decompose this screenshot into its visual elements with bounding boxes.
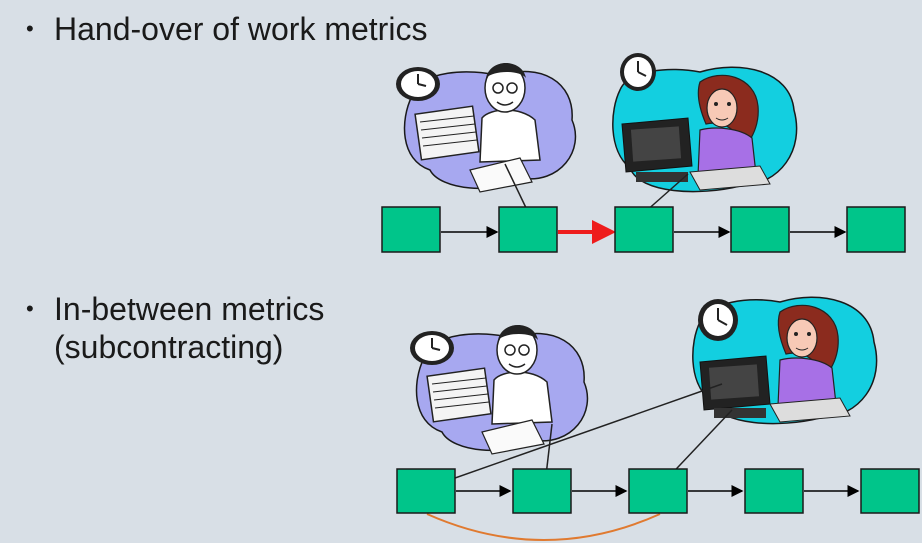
bullet-inbetween-subtext: (subcontracting): [54, 329, 284, 365]
clock-icon: [410, 331, 454, 365]
activity-box: [846, 206, 906, 253]
clerk-icon: [403, 63, 577, 193]
subcontract-arc: [426, 513, 661, 541]
process-chain-top: [381, 163, 906, 253]
activity-box: [512, 468, 572, 514]
bullet-inbetween: • In-between metrics (subcontracting): [26, 290, 324, 366]
bullet-handover-text: Hand-over of work metrics: [54, 11, 428, 47]
activity-box: [498, 206, 558, 253]
activity-box: [381, 206, 441, 253]
clerk-icon: [415, 325, 589, 455]
activity-box: [730, 206, 790, 253]
activity-box: [744, 468, 804, 514]
bullet-inbetween-text: In-between metrics: [54, 291, 325, 327]
bullet-dot: •: [26, 16, 34, 41]
activity-box: [628, 468, 688, 514]
process-chain-bottom: [396, 383, 920, 541]
activity-box: [396, 468, 456, 514]
activity-box: [614, 206, 674, 253]
bullet-handover: • Hand-over of work metrics: [26, 10, 427, 48]
operator-icon: [612, 66, 798, 193]
clock-icon: [620, 53, 656, 91]
assignment-line: [504, 163, 529, 213]
clock-icon: [698, 299, 738, 341]
assignment-line: [644, 173, 689, 213]
assignment-line: [437, 383, 723, 485]
clock-icon: [396, 67, 440, 101]
bullet-dot: •: [26, 296, 34, 321]
activity-box: [860, 468, 920, 514]
operator-icon: [692, 296, 878, 425]
